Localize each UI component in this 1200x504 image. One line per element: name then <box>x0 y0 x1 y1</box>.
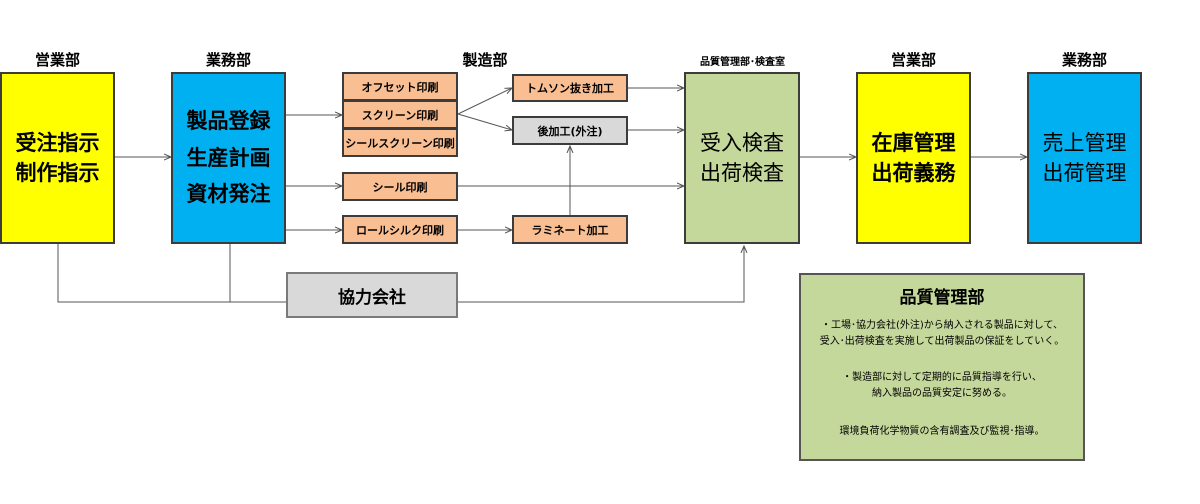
process-post: 後加工(外注) <box>512 116 628 145</box>
process-seal: シール印刷 <box>342 172 458 201</box>
header-sales-right: 営業部 <box>890 51 936 69</box>
inspection-box: 受入検査 出荷検査 <box>684 72 800 244</box>
header-manufacturing: 製造部 <box>462 51 508 69</box>
header-quality-inspection: 品質管理部･検査室 <box>700 57 785 68</box>
inventory-line-2: 出荷義務 <box>871 161 956 185</box>
header-sales-left: 営業部 <box>34 51 80 69</box>
quality-panel: 品質管理部 ・工場･協力会社(外注)から納入される製品に対して、 受入･出荷検査… <box>799 273 1085 461</box>
sales-mgmt-box: 売上管理 出荷管理 <box>1027 72 1142 244</box>
orders-line-1: 受注指示 <box>15 130 100 155</box>
quality-item-3: 環境負荷化学物質の含有調査及び監視･指導。 <box>839 426 1045 437</box>
orders-box: 受注指示 制作指示 <box>0 72 115 244</box>
partner-box: 協力会社 <box>286 272 458 318</box>
process-laminate: ラミネート加工 <box>512 215 628 244</box>
sales-mgmt-line-1: 売上管理 <box>1042 130 1127 155</box>
quality-panel-title: 品質管理部 <box>899 288 985 308</box>
inspection-line-1: 受入検査 <box>700 130 784 155</box>
planning-line-2: 生産計画 <box>186 145 271 170</box>
process-thomson: トムソン抜き加工 <box>512 74 628 102</box>
quality-item-2b: 納入製品の品質安定に努める。 <box>872 388 1012 399</box>
orders-line-2: 制作指示 <box>15 161 100 185</box>
process-seal-screen: シールスクリーン印刷 <box>342 128 458 157</box>
process-roll-silk: ロールシルク印刷 <box>342 215 458 244</box>
planning-box: 製品登録 生産計画 資材発注 <box>171 72 286 244</box>
quality-item-2: ・製造部に対して定期的に品質指導を行い、 <box>842 372 1042 383</box>
sales-mgmt-line-2: 出荷管理 <box>1042 161 1127 185</box>
inventory-line-1: 在庫管理 <box>871 130 956 155</box>
planning-line-3: 資材発注 <box>186 182 271 207</box>
header-business-left: 業務部 <box>205 51 251 69</box>
process-screen: スクリーン印刷 <box>342 100 458 129</box>
process-offset: オフセット印刷 <box>342 72 458 101</box>
quality-item-1: ・工場･協力会社(外注)から納入される製品に対して、 <box>820 320 1063 331</box>
header-business-right: 業務部 <box>1061 51 1107 69</box>
inspection-line-2: 出荷検査 <box>700 161 784 185</box>
quality-item-1b: 受入･出荷検査を実施して出荷製品の保証をしていく。 <box>819 336 1065 347</box>
inventory-box: 在庫管理 出荷義務 <box>856 72 971 244</box>
planning-line-1: 製品登録 <box>186 108 271 133</box>
